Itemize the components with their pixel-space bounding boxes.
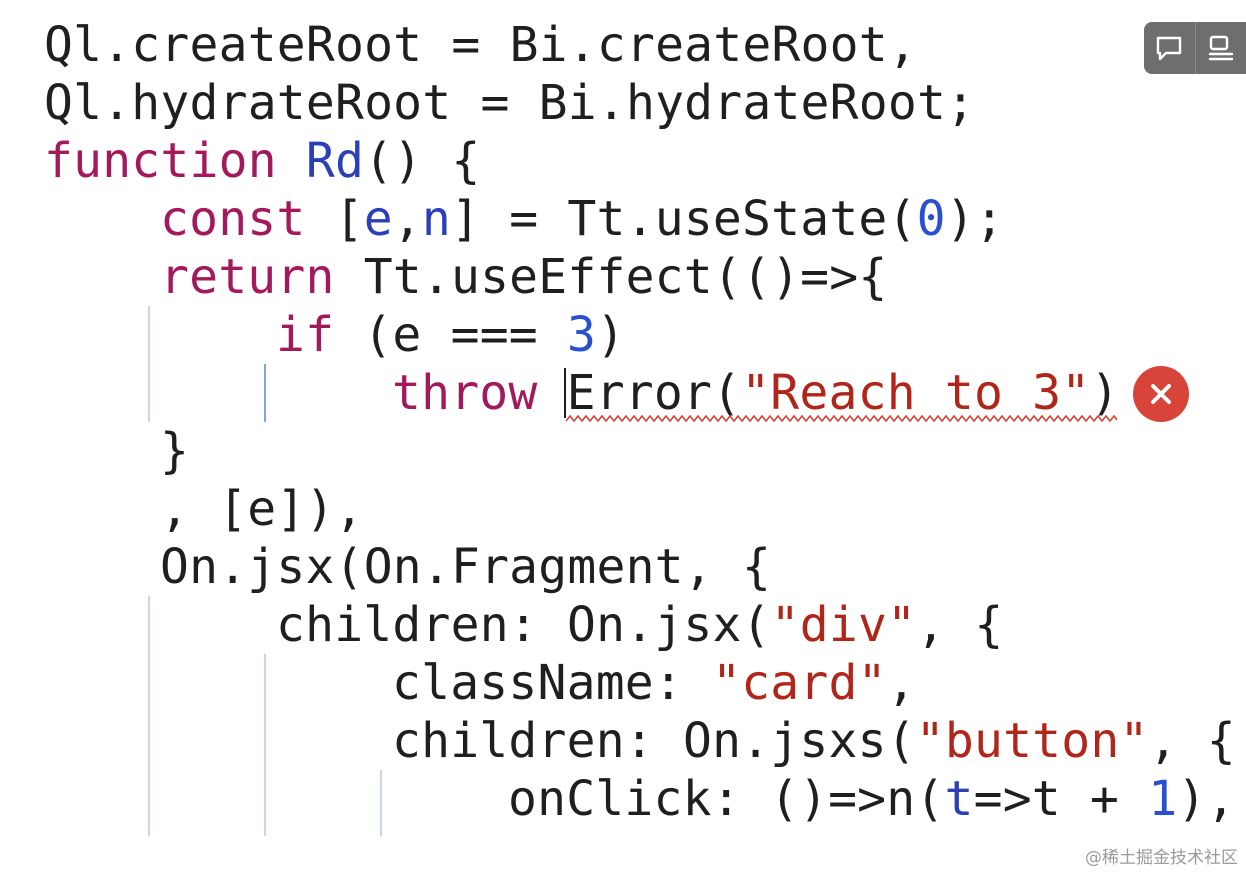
code-token: children: On.jsx( xyxy=(276,597,771,653)
code-token: "Reach to 3" xyxy=(741,365,1091,421)
code-line[interactable]: } xyxy=(160,422,189,480)
code-token: , xyxy=(886,655,916,711)
code-token: n xyxy=(421,191,452,247)
code-token: =>t + xyxy=(973,771,1149,827)
text-caret xyxy=(564,368,566,418)
code-line[interactable]: , [e]), xyxy=(160,480,364,538)
code-token: ) xyxy=(596,307,626,363)
console-log-icon[interactable] xyxy=(1194,22,1246,74)
code-token: } xyxy=(160,423,190,479)
code-line[interactable]: throw Error("Reach to 3") xyxy=(392,364,1120,422)
code-line[interactable]: Ql.hydrateRoot = Bi.hydrateRoot; xyxy=(44,74,975,132)
code-token: throw xyxy=(392,365,538,421)
code-token: [ xyxy=(305,191,364,247)
indent-guide xyxy=(264,654,266,836)
code-line[interactable]: if (e === 3) xyxy=(276,306,625,364)
speech-bubble-icon[interactable] xyxy=(1144,22,1195,74)
code-token: () { xyxy=(364,133,481,189)
editor-bottom-margin xyxy=(0,836,1246,874)
code-token: On.jsx(On.Fragment, { xyxy=(160,539,772,595)
code-token: Ql.createRoot = Bi.createRoot, xyxy=(44,17,917,73)
code-token: const xyxy=(160,191,306,247)
code-token: children: On.jsxs( xyxy=(392,713,916,769)
error-squiggle xyxy=(566,414,1117,423)
code-token: t xyxy=(944,771,974,827)
code-token: children: [ xyxy=(508,829,828,836)
code-token: "count is " xyxy=(828,829,1148,836)
code-token: Tt.useEffect(()=>{ xyxy=(334,249,888,305)
code-token: ) xyxy=(1090,365,1120,421)
code-token: onClick: ()=>n( xyxy=(508,771,945,827)
code-line[interactable]: return Tt.useEffect(()=>{ xyxy=(160,248,887,306)
code-token: "div" xyxy=(770,597,917,653)
code-token: "card" xyxy=(712,655,887,711)
code-line[interactable]: children: On.jsxs("button", { xyxy=(392,712,1236,770)
code-line[interactable]: const [e,n] = Tt.useState(0); xyxy=(160,190,1004,248)
code-token: (e === xyxy=(334,307,567,363)
code-token: , [e]), xyxy=(160,481,364,537)
code-token: if xyxy=(276,307,335,363)
code-line[interactable]: children: On.jsx("div", { xyxy=(276,596,1003,654)
code-token xyxy=(277,133,306,189)
indent-guide xyxy=(148,306,150,422)
code-token: 3 xyxy=(567,307,597,363)
code-line[interactable]: On.jsx(On.Fragment, { xyxy=(160,538,771,596)
code-token: Rd xyxy=(305,133,365,189)
code-line[interactable]: function Rd() { xyxy=(44,132,481,190)
code-token: e xyxy=(363,191,393,247)
code-token: Ql.hydrateRoot = Bi.hydrateRoot; xyxy=(44,75,976,131)
code-line[interactable]: children: ["count is ", e] xyxy=(508,828,1246,836)
code-token: , xyxy=(392,191,422,247)
code-line[interactable]: onClick: ()=>n(t=>t + 1), xyxy=(508,770,1236,828)
indent-guide xyxy=(264,364,266,422)
code-token: 1 xyxy=(1148,771,1178,827)
floating-toolbar xyxy=(1144,22,1246,74)
code-token: , { xyxy=(1148,713,1236,769)
code-token: , e] xyxy=(1148,829,1246,836)
code-token: , { xyxy=(916,597,1004,653)
code-token: function xyxy=(44,133,277,189)
indent-guide xyxy=(148,596,150,836)
code-line[interactable]: Ql.createRoot = Bi.createRoot, xyxy=(44,16,917,74)
code-token: "button" xyxy=(915,713,1149,769)
code-token: 0 xyxy=(916,191,946,247)
code-token: return xyxy=(160,249,335,305)
code-token: ); xyxy=(945,191,1004,247)
code-token: ), xyxy=(1177,771,1236,827)
code-line[interactable]: className: "card", xyxy=(392,654,916,712)
watermark: @稀土掘金技术社区 xyxy=(1085,848,1238,868)
code-token: className: xyxy=(392,655,713,711)
code-token: ] = Tt.useState( xyxy=(451,191,917,247)
indent-guide xyxy=(380,770,382,836)
code-token: Error( xyxy=(537,365,742,421)
code-editor[interactable]: Ql.createRoot = Bi.createRoot,Ql.hydrate… xyxy=(44,16,1246,836)
error-icon[interactable] xyxy=(1133,366,1189,422)
